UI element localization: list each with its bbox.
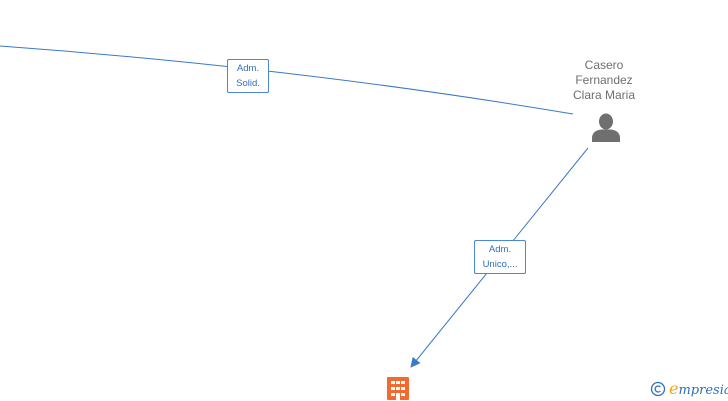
brand-name: empresia (669, 379, 728, 401)
edge-label-sole-admin-line1: Adm. (488, 244, 512, 255)
copyright-icon (650, 381, 666, 397)
building-icon[interactable] (386, 375, 410, 400)
person-name-line3: Clara Maria (572, 88, 635, 102)
watermark-logo: empresia (649, 378, 728, 400)
edge-line-solid-admin (0, 45, 574, 115)
edge-label-solid-admin-line2: Solid. (236, 78, 260, 89)
edge-label-sole-admin-line2: Unico,... (482, 259, 518, 270)
brand-rest: mpresia (678, 383, 728, 398)
edge-label-solid-admin-line1: Adm. (236, 63, 260, 74)
edge-label-solid-admin[interactable]: Adm. Solid. (227, 59, 269, 93)
person-icon[interactable] (590, 112, 622, 142)
person-name-line2: Fernandez (575, 73, 633, 87)
edge-label-sole-admin[interactable]: Adm. Unico,... (474, 240, 526, 274)
brand-initial: e (669, 379, 679, 398)
person-name[interactable]: Casero Fernandez Clara Maria (553, 58, 655, 103)
person-name-line1: Casero (584, 58, 624, 72)
